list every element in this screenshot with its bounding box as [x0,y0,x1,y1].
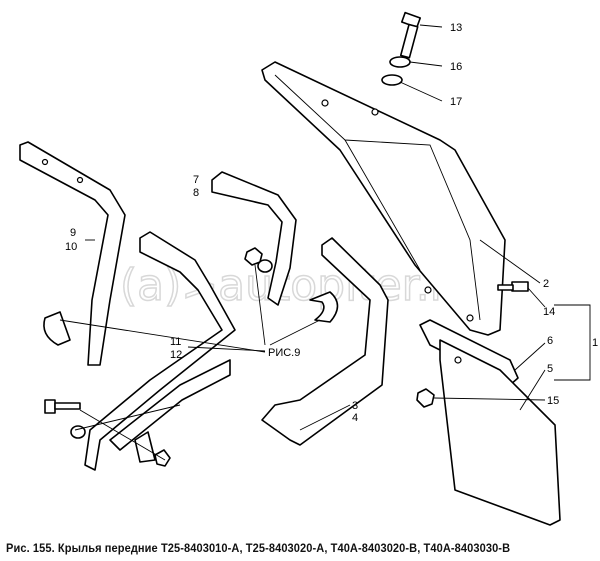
label-4: 4 [352,412,358,424]
bolt [399,11,422,59]
figure-caption: Рис. 155. Крылья передние Т25-8403010-А,… [6,541,511,555]
label-11: 11 [170,336,181,348]
support-bracket-9 [19,141,126,366]
support-bracket-11 [84,231,236,471]
label-10: 10 [65,241,77,253]
u-bolt [309,291,339,323]
flat-washer [381,74,403,86]
label-6: 6 [547,335,553,347]
fender-panel [261,61,506,336]
label-17: 17 [450,96,462,108]
label-3: 3 [352,400,358,412]
figure-reference: РИС.9 [268,347,300,359]
label-12: 12 [170,349,182,361]
part-labels: 13 16 17 2 14 1 6 5 15 3 4 11 12 РИС.9 9… [65,22,598,424]
bolt-14 [497,281,529,292]
support-bracket-7 [211,171,297,306]
support-bracket-3 [261,237,389,446]
spring-washer [389,56,411,68]
label-1: 1 [592,337,598,349]
label-7: 7 [193,174,199,186]
label-5: 5 [547,363,553,375]
label-9: 9 [70,227,76,239]
nut [416,388,435,408]
label-15: 15 [547,395,559,407]
u-bolt-left [43,311,71,346]
label-13: 13 [450,22,462,34]
label-2: 2 [543,278,549,290]
mud-flap [439,339,561,526]
label-8: 8 [193,187,199,199]
leader-lines [59,24,591,461]
label-16: 16 [450,61,462,73]
label-14: 14 [543,306,555,318]
